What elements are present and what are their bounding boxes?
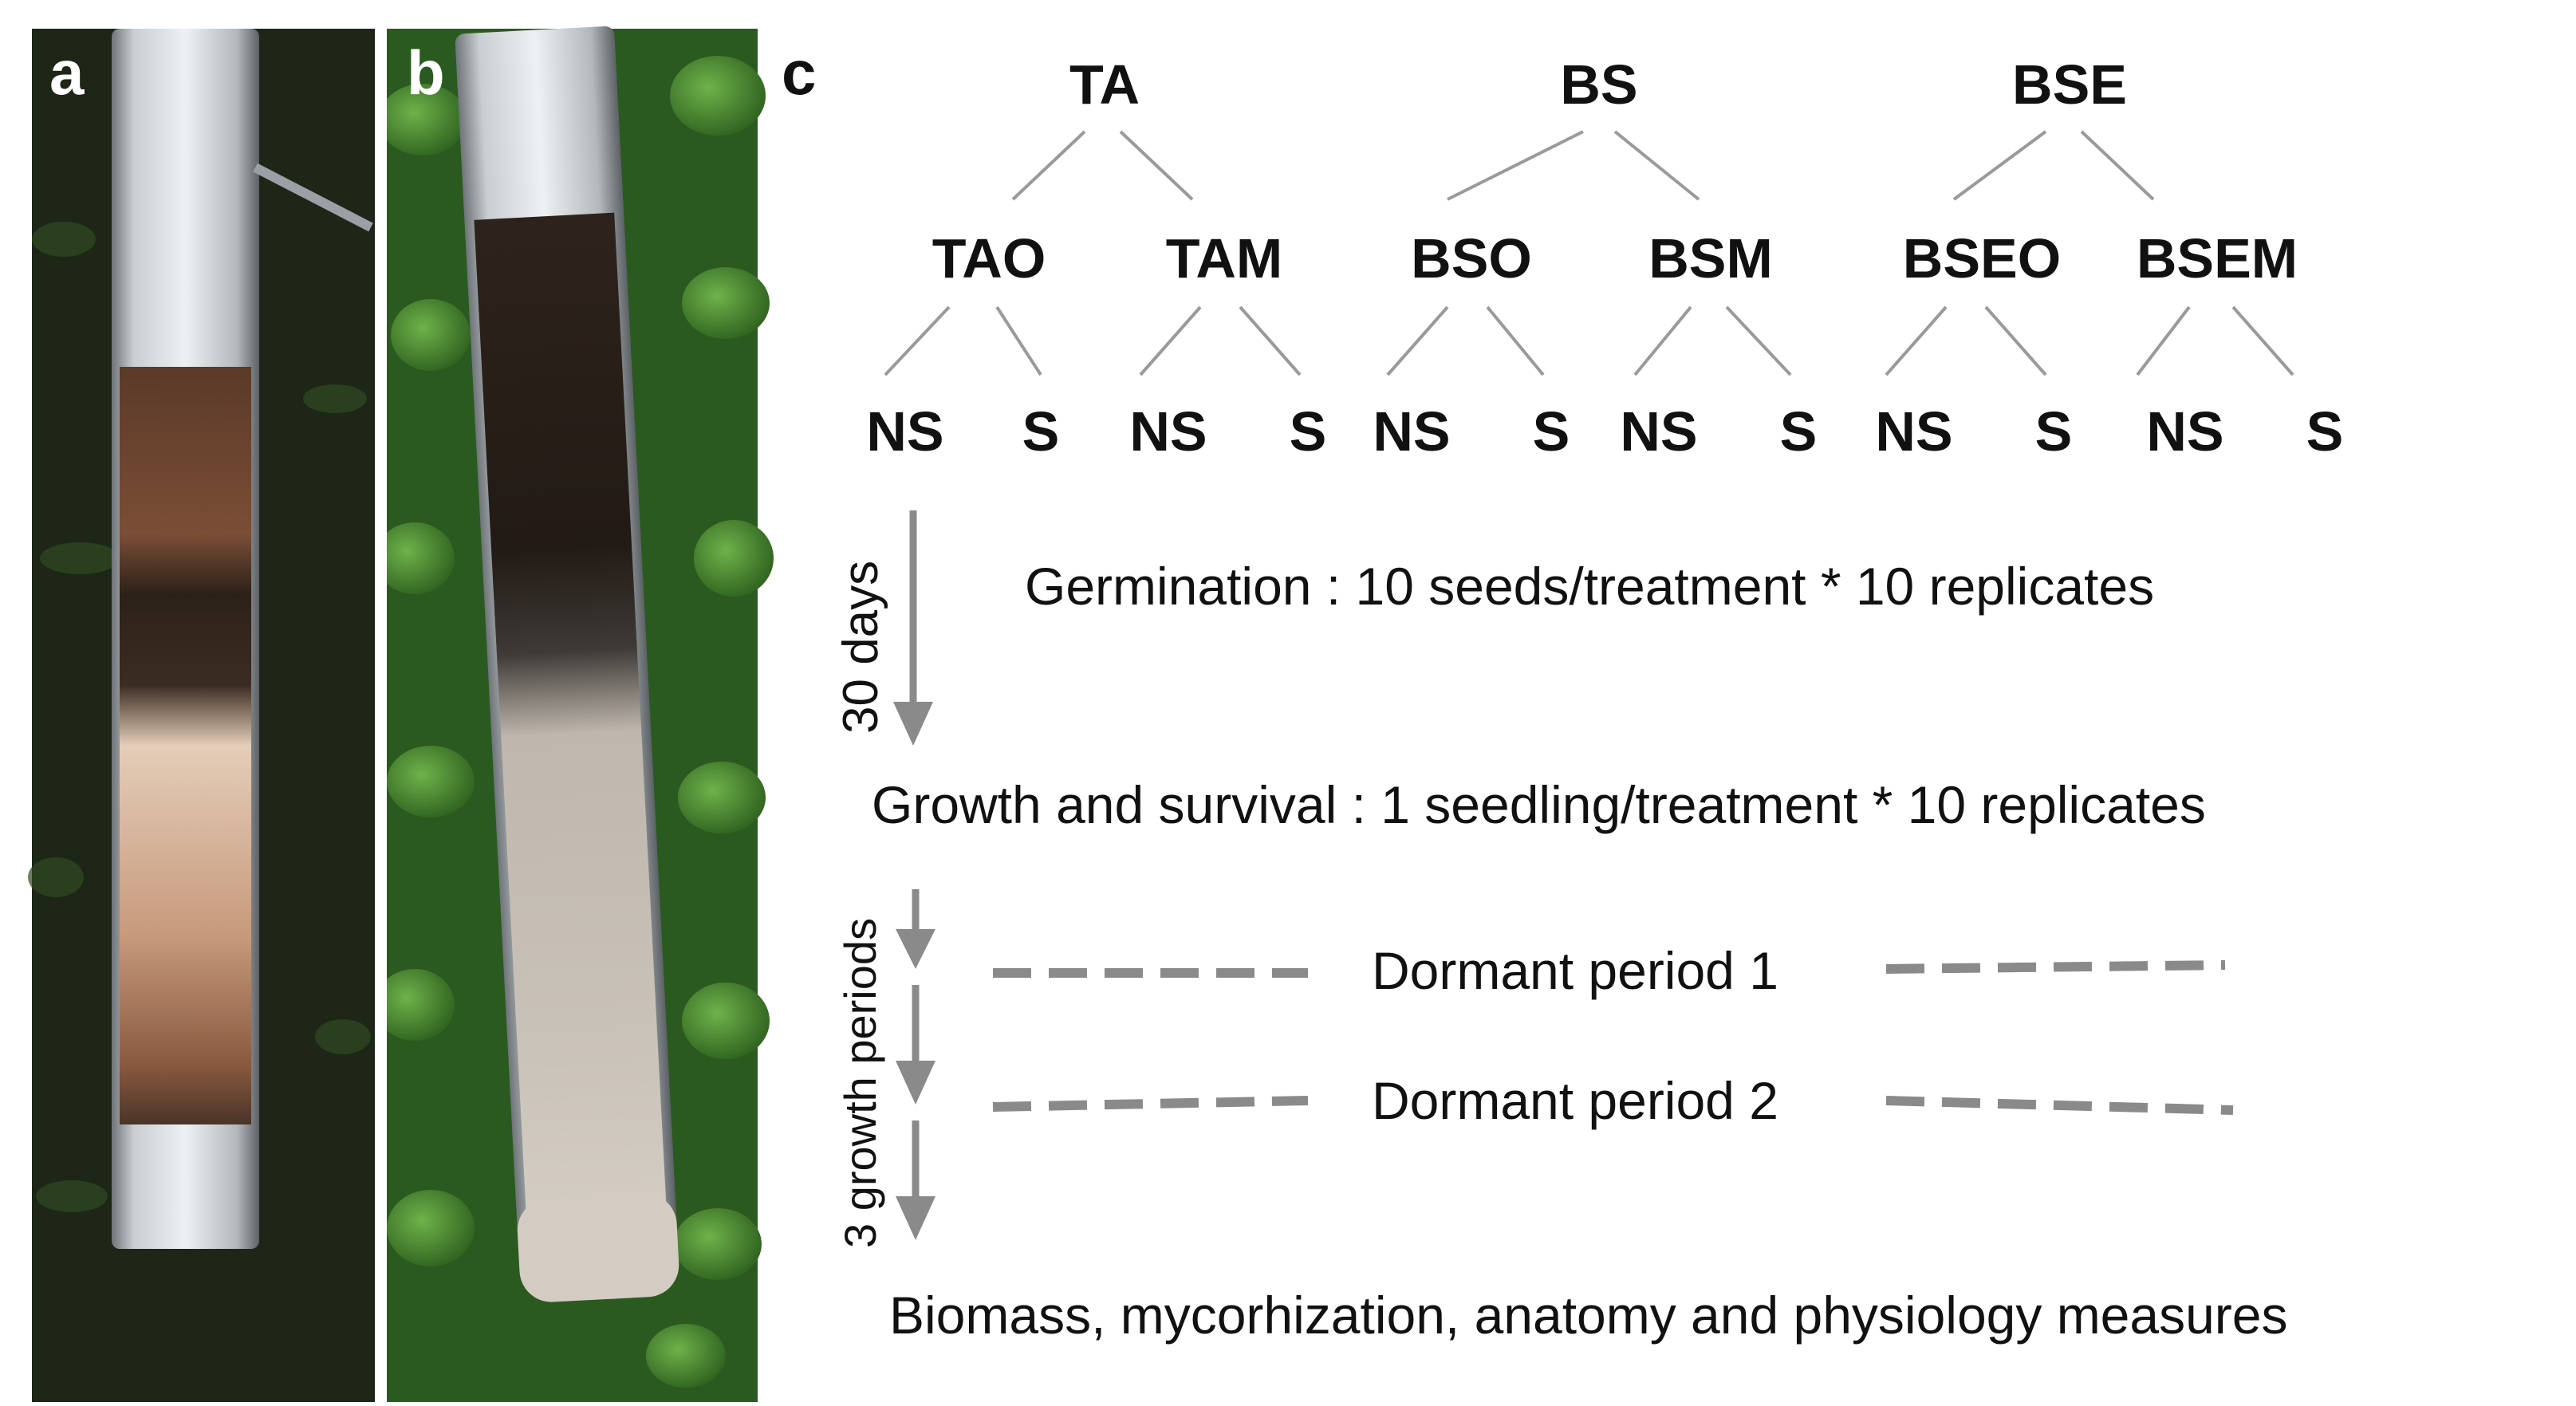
node-bs: BS	[1560, 53, 1637, 116]
periods-label: 3 growth periods	[835, 918, 885, 1248]
dormant-period-2: Dormant period 2	[1372, 1071, 1778, 1130]
node-bseo: BSEO	[1903, 227, 2061, 289]
dormant-period-1: Dormant period 1	[1372, 941, 1778, 1000]
leaf-ns: NS	[866, 400, 943, 463]
tree-lines-1-2	[1011, 130, 2155, 201]
leaf-ns: NS	[1129, 400, 1207, 463]
panel-label-a: a	[49, 37, 85, 108]
node-ta: TA	[1069, 53, 1140, 116]
panel-label-b: b	[407, 37, 445, 108]
leaf-s: S	[2306, 400, 2344, 463]
leaf-s: S	[2035, 400, 2073, 463]
leaf-ns: NS	[1373, 400, 1450, 463]
leaf-ns: NS	[2146, 400, 2223, 463]
node-bsem: BSEM	[2137, 227, 2298, 289]
photo-panel-b	[375, 26, 774, 1402]
tree-level-1: TA BS BSE	[1069, 53, 2127, 116]
tree-level-2: TAO TAM BSO BSM BSEO BSEM	[932, 227, 2298, 289]
leaf-s: S	[1290, 400, 1327, 463]
leaf-s: S	[1533, 400, 1570, 463]
duration-label: 30 days	[833, 561, 888, 734]
leaf-s: S	[1780, 400, 1818, 463]
leaf-ns: NS	[1875, 400, 1952, 463]
node-tam: TAM	[1166, 227, 1282, 289]
node-tao: TAO	[932, 227, 1046, 289]
leaf-s: S	[1022, 400, 1060, 463]
node-bsm: BSM	[1648, 227, 1773, 289]
growth-period-arrows	[896, 889, 935, 1240]
photo-panel-a	[28, 29, 375, 1402]
dormant-dashes-1	[993, 960, 2226, 978]
growth-text: Growth and survival : 1 seedling/treatme…	[872, 775, 2206, 834]
panel-label-c: c	[782, 37, 816, 108]
final-measures-text: Biomass, mycorhization, anatomy and phys…	[889, 1286, 2287, 1345]
leaf-ns: NS	[1620, 400, 1697, 463]
tree-lines-2-3	[884, 305, 2294, 376]
node-bse: BSE	[2012, 53, 2127, 116]
arrow-30-days	[893, 510, 933, 746]
dormant-dashes-2	[992, 1096, 2234, 1115]
node-bso: BSO	[1411, 227, 1532, 289]
tree-level-3: NS S NS S NS S NS S NS S NS S	[866, 400, 2343, 463]
germination-text: Germination : 10 seeds/treatment * 10 re…	[1025, 557, 2154, 616]
